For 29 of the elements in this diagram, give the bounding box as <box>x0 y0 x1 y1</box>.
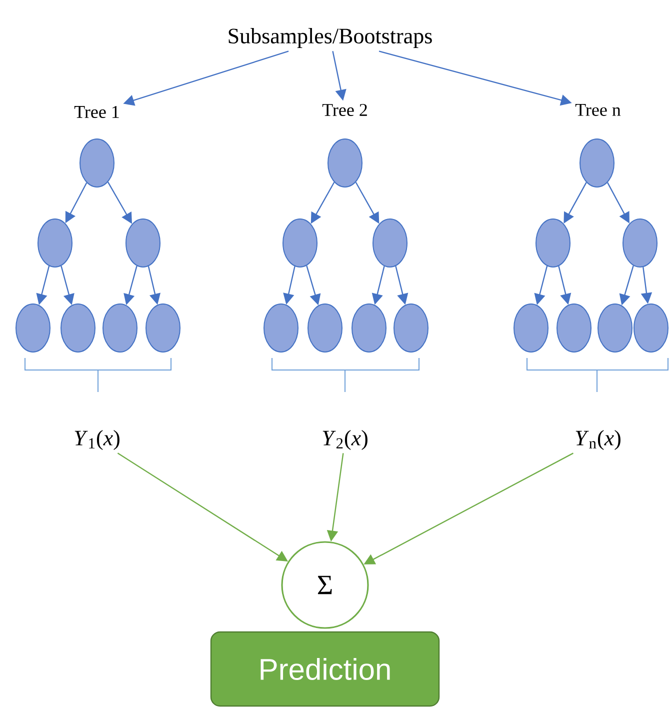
tree-node <box>372 218 408 268</box>
tree-node <box>282 218 318 268</box>
tree-label: Tree 1 <box>74 106 119 118</box>
output-label: Y$_{n}$(x) <box>576 430 620 450</box>
heading-text: Subsamples/Bootstraps <box>228 28 432 48</box>
tree-node <box>556 304 592 352</box>
tree-node <box>394 304 428 352</box>
tree-label: Tree n <box>575 104 621 116</box>
output-label: Y$_{2}$(x) <box>322 430 368 450</box>
output-label: Y$_{1}$(x) <box>74 430 120 450</box>
tree-node <box>352 304 386 352</box>
tree-node <box>146 304 180 352</box>
tree-node <box>60 304 96 352</box>
tree-node <box>16 304 50 352</box>
tree-node <box>264 304 298 352</box>
tree-node <box>580 138 614 188</box>
tree-node <box>598 304 632 352</box>
tree-node <box>38 218 72 268</box>
tree-node <box>622 218 658 268</box>
tree-node <box>536 218 570 268</box>
tree-node <box>126 218 160 268</box>
tree-node <box>634 304 668 352</box>
tree-node <box>80 138 114 188</box>
tree-label: Tree 2 <box>322 104 367 116</box>
tree-node <box>102 304 138 352</box>
tree-node <box>514 304 548 352</box>
prediction-box: Prediction <box>210 631 440 707</box>
tree-node <box>308 304 342 352</box>
tree-node <box>328 138 362 188</box>
